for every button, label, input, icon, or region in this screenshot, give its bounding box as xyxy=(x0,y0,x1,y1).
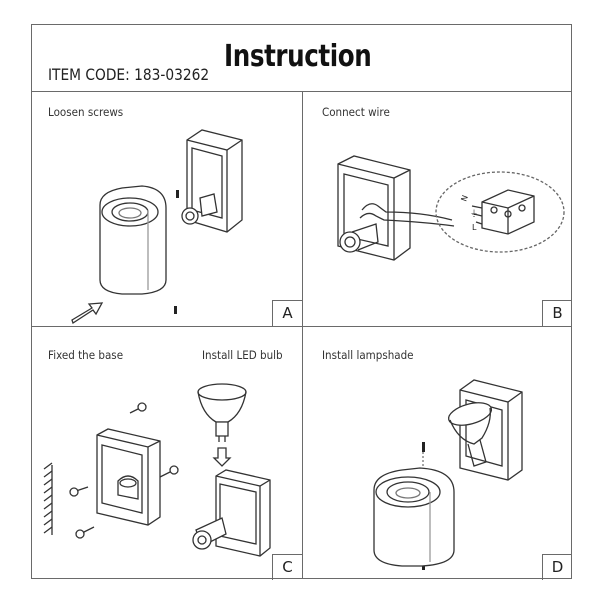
fixed-base-illustration xyxy=(42,395,192,545)
panel-b-caption: Connect wire xyxy=(322,105,390,119)
neutral-label: N xyxy=(459,194,470,203)
column-divider xyxy=(302,91,304,578)
panel-a-caption: Loosen screws xyxy=(48,105,124,119)
connect-wire-illustration: N ⏚ L xyxy=(332,150,567,280)
earth-label: ⏚ xyxy=(470,209,478,218)
panel-b-letter: B xyxy=(542,300,572,326)
panel-c-caption-secondary: Install LED bulb xyxy=(202,348,283,362)
panel-c-letter: C xyxy=(272,554,302,580)
panel-a-letter: A xyxy=(272,300,302,326)
install-led-bulb-illustration xyxy=(192,380,292,560)
loosen-screws-illustration xyxy=(82,120,272,310)
header-divider xyxy=(32,91,571,93)
item-code: ITEM CODE: 183-03262 xyxy=(48,65,210,84)
live-label: L xyxy=(472,223,477,232)
page-title: Instruction xyxy=(224,39,372,74)
panel-c-caption: Fixed the base xyxy=(48,348,124,362)
install-lampshade-illustration xyxy=(362,370,532,570)
instruction-sheet: Instruction ITEM CODE: 183-03262 Loosen … xyxy=(31,24,572,580)
panel-d-caption: Install lampshade xyxy=(322,348,414,362)
panel-d-letter: D xyxy=(542,554,572,580)
row-divider xyxy=(32,326,571,328)
